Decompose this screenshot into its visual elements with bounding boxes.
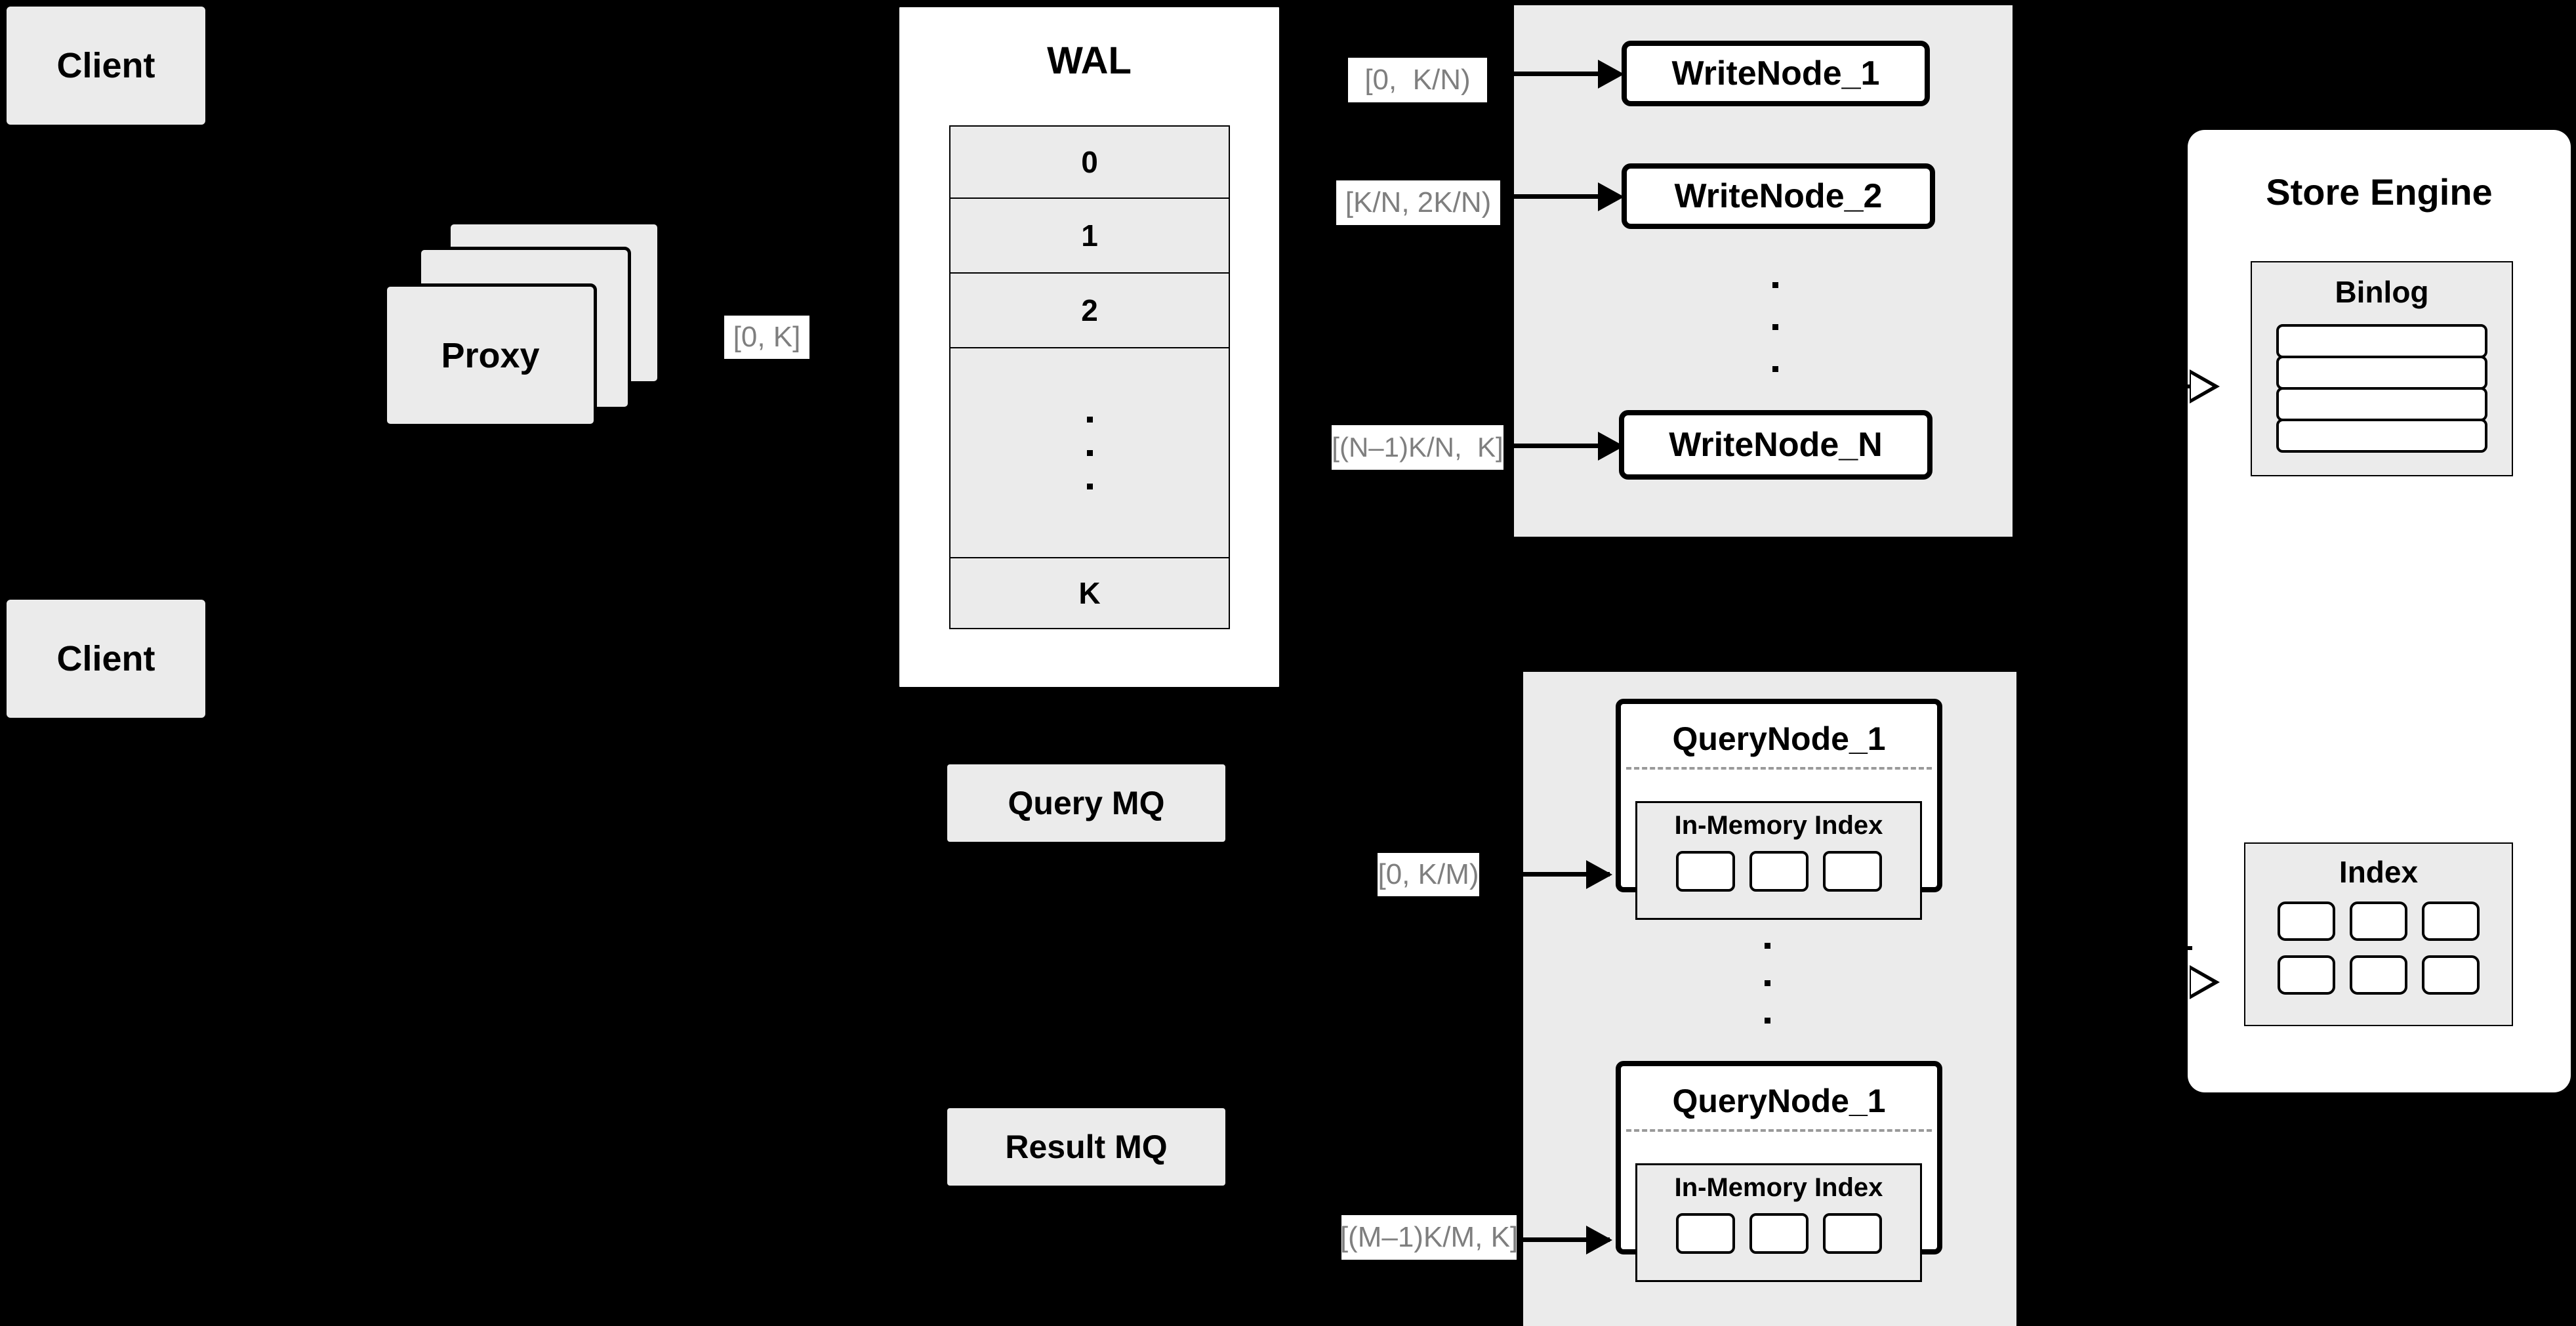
index-arrow-line [2161,946,2192,950]
index-cell [2422,901,2480,941]
binlog-row [2276,356,2487,390]
index-cell [2422,955,2480,995]
query-mq-label: Query MQ [1008,785,1165,821]
query-node-1-label: QueryNode_1 [1672,720,1886,757]
binlog-title: Binlog [2335,275,2429,309]
binlog-row [2276,387,2487,421]
wal-row-2: 2 [951,274,1229,348]
write-node-1-range-label: [0, K/N) [1348,58,1487,102]
query-node-2-index-cell [1675,1213,1735,1254]
write-node-n[interactable]: WriteNode_N [1619,410,1932,480]
proxy-range-label: [0, K] [724,316,809,359]
index-title: Index [2339,855,2419,889]
query-node-2-inmemory-index: In-Memory Index [1635,1163,1922,1282]
query-node-2-arrow-head-icon [1586,1226,1612,1254]
index-cell [2278,901,2335,941]
index-cell [2350,955,2407,995]
write-node-2-label: WriteNode_2 [1674,177,1883,215]
index-arrow-head-icon [2190,965,2220,999]
store-engine-container: Store Engine Binlog Index [2188,130,2571,1092]
client-label-2: Client [56,639,155,678]
result-mq-label: Result MQ [1005,1129,1168,1165]
binlog-row [2276,419,2487,453]
write-node-n-arrow-head-icon [1598,432,1624,461]
query-node-1-index-cell [1749,851,1809,892]
query-mq-box[interactable]: Query MQ [946,763,1227,843]
write-node-n-arrow-line [1514,444,1601,448]
binlog-container: Binlog [2251,261,2513,476]
write-node-1-arrow-head-icon [1598,60,1624,89]
query-node-1-arrow-line [1523,872,1610,877]
wal-title: WAL [1047,39,1132,82]
write-node-n-range-label: [(N–1)K/N, K] [1332,425,1503,470]
query-node-2-index-cell [1822,1213,1882,1254]
wal-row-0: 0 [951,127,1229,199]
binlog-row [2276,324,2487,358]
proxy-label: Proxy [441,335,540,375]
binlog-arrow-head-icon [2190,369,2220,404]
query-node-1[interactable]: QueryNode_1 In-Memory Index [1616,699,1942,920]
write-node-1[interactable]: WriteNode_1 [1622,41,1930,106]
query-node-1-inmemory-index: In-Memory Index [1635,801,1922,920]
index-cell [2350,901,2407,941]
write-node-vertical-dots-icon [1772,282,1778,372]
wal-row-dots [951,348,1229,558]
write-node-n-label: WriteNode_N [1669,426,1883,464]
write-node-2[interactable]: WriteNode_2 [1622,163,1935,229]
client-box-1[interactable]: Client [5,5,207,126]
query-node-1-arrow-head-icon [1586,860,1612,889]
query-node-2-separator [1626,1129,1932,1132]
binlog-arrow-line [2161,384,2192,388]
query-node-2-label: QueryNode_1 [1672,1083,1886,1119]
write-node-2-arrow-head-icon [1598,182,1624,211]
proxy-card-front[interactable]: Proxy [384,283,597,427]
query-node-1-range-label: [0, K/M) [1378,853,1479,896]
result-mq-box[interactable]: Result MQ [946,1107,1227,1187]
client-box-2[interactable]: Client [5,598,207,719]
wal-vertical-dots-icon [1086,416,1093,489]
write-node-2-range-label: [K/N, 2K/N) [1336,180,1500,225]
write-node-1-arrow-line [1514,72,1601,76]
write-node-2-arrow-line [1514,194,1601,199]
query-node-1-separator [1626,767,1932,770]
query-node-2-inmemory-title: In-Memory Index [1674,1173,1883,1202]
wal-row-1: 1 [951,199,1229,274]
index-cell [2278,955,2335,995]
query-node-2-range-label: [(M–1)K/M, K] [1340,1215,1518,1260]
query-node-2-index-cell [1749,1213,1809,1254]
write-node-1-label: WriteNode_1 [1671,54,1880,93]
query-node-2-arrow-line [1523,1237,1610,1242]
store-engine-title: Store Engine [2266,171,2493,213]
query-node-1-index-cell [1822,851,1882,892]
query-node-1-index-cell [1675,851,1735,892]
query-node-1-inmemory-title: In-Memory Index [1674,811,1883,840]
wal-table: 0 1 2 K [949,125,1230,629]
index-container: Index [2244,842,2513,1026]
wal-container: WAL 0 1 2 K [897,5,1281,689]
query-node-2[interactable]: QueryNode_1 In-Memory Index [1616,1061,1942,1282]
query-node-vertical-dots-icon [1765,943,1770,1024]
client-label-1: Client [56,46,155,85]
wal-row-K: K [951,558,1229,628]
